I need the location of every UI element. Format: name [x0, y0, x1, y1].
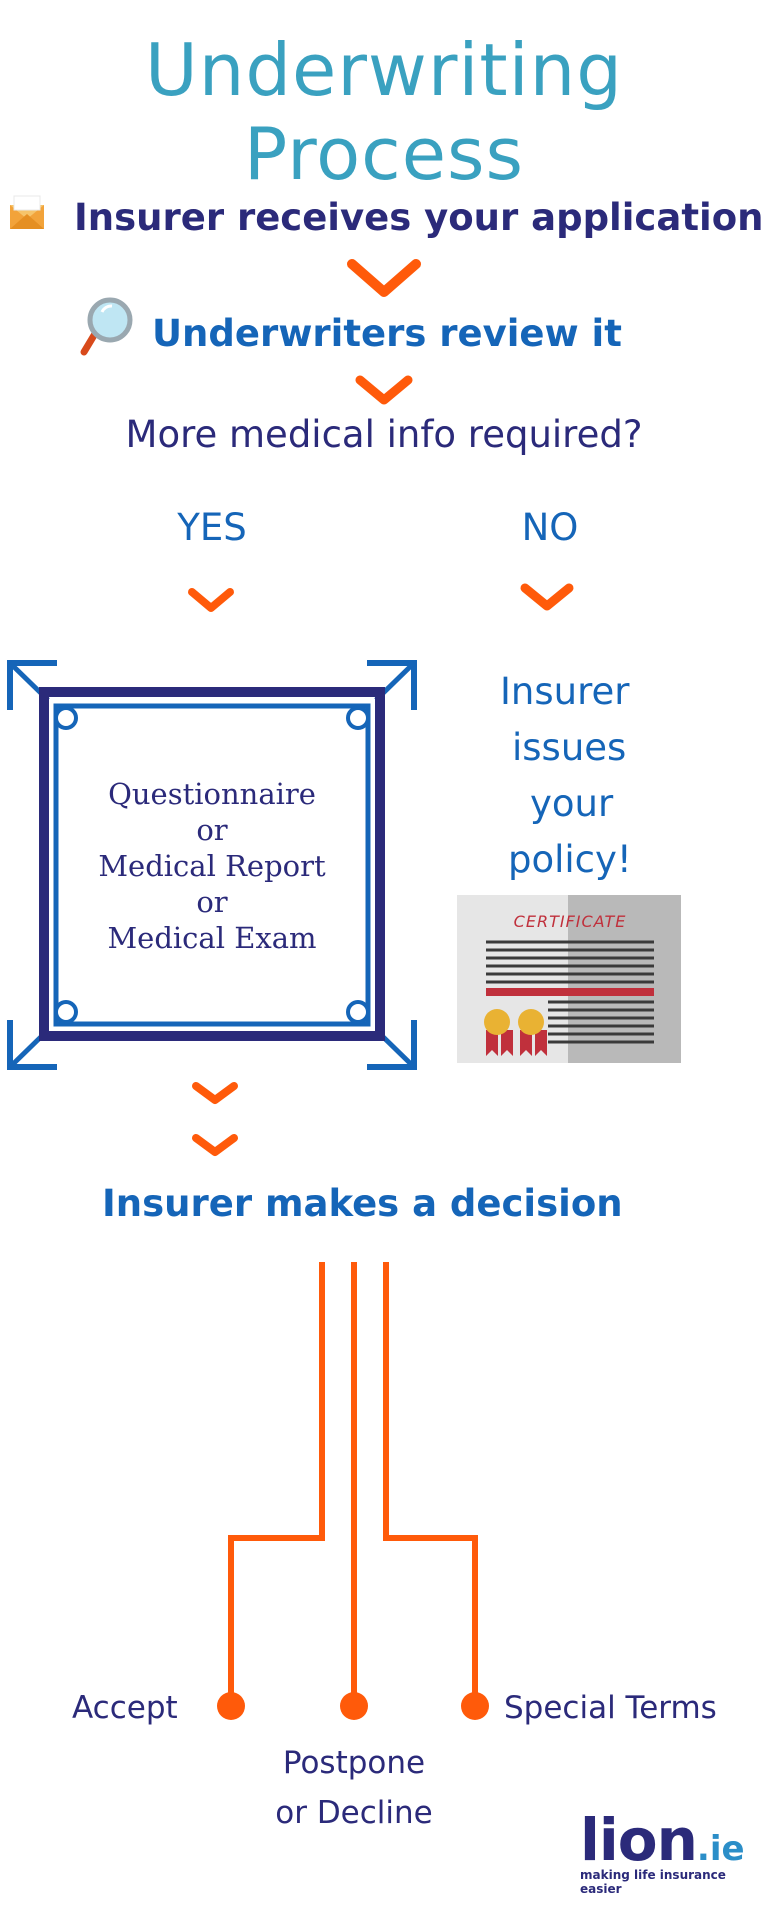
chevron-down-icon: [188, 588, 234, 612]
answer-no: NO: [521, 506, 579, 549]
chevron-down-icon: [192, 1134, 238, 1156]
page-title: Underwriting Process: [145, 28, 623, 196]
magnifier-icon: [80, 297, 133, 356]
logo-suffix: .ie: [696, 1829, 745, 1869]
chevron-down-icon: [355, 375, 413, 405]
chevron-down-icon: [347, 259, 421, 297]
outcome-node-special: [461, 1692, 489, 1720]
envelope-icon: [10, 195, 44, 229]
award-ribbon-icon: [484, 1009, 547, 1056]
outcome-postpone-line: Postpone: [282, 1745, 426, 1781]
outcome-node-postpone: [340, 1692, 368, 1720]
issue-line: policy!: [508, 838, 632, 881]
box-line: Questionnaire: [108, 777, 316, 811]
certificate-icon: [457, 895, 681, 1063]
issue-line: issues: [512, 726, 627, 769]
box-line: or: [196, 885, 228, 919]
outcome-postpone-line: or Decline: [275, 1795, 433, 1831]
step-receive: Insurer receives your application: [74, 196, 764, 239]
step-decision: Insurer makes a decision: [102, 1182, 623, 1225]
answer-yes: YES: [177, 506, 247, 549]
process-box-frame: [7, 660, 417, 1070]
outcome-postpone: Postpone or Decline: [254, 1738, 454, 1838]
chevron-down-icon: [192, 1082, 238, 1104]
box-line: Medical Exam: [107, 921, 317, 955]
step-review: Underwriters review it: [152, 312, 622, 355]
outcome-node-accept: [217, 1692, 245, 1720]
decision-branches: [228, 1262, 478, 1706]
issue-line: your: [530, 782, 614, 825]
logo-tagline: making life insurance easier: [580, 1868, 726, 1896]
issue-line: Insurer: [500, 670, 630, 713]
outcome-special: Special Terms: [504, 1690, 717, 1726]
issue-policy-text: Insurer issues your policy!: [470, 664, 670, 888]
brand-logo: lion.ie making life insurance easier: [580, 1806, 760, 1896]
box-line: or: [196, 813, 228, 847]
certificate-title: CERTIFICATE: [513, 912, 627, 931]
box-line: Medical Report: [98, 849, 326, 883]
requirements-box-text: Questionnaire or Medical Report or Medic…: [70, 776, 354, 956]
chevron-down-icon: [520, 583, 574, 611]
outcome-accept: Accept: [72, 1690, 178, 1726]
logo-main: lion: [580, 1806, 698, 1874]
step-question: More medical info required?: [125, 413, 643, 456]
